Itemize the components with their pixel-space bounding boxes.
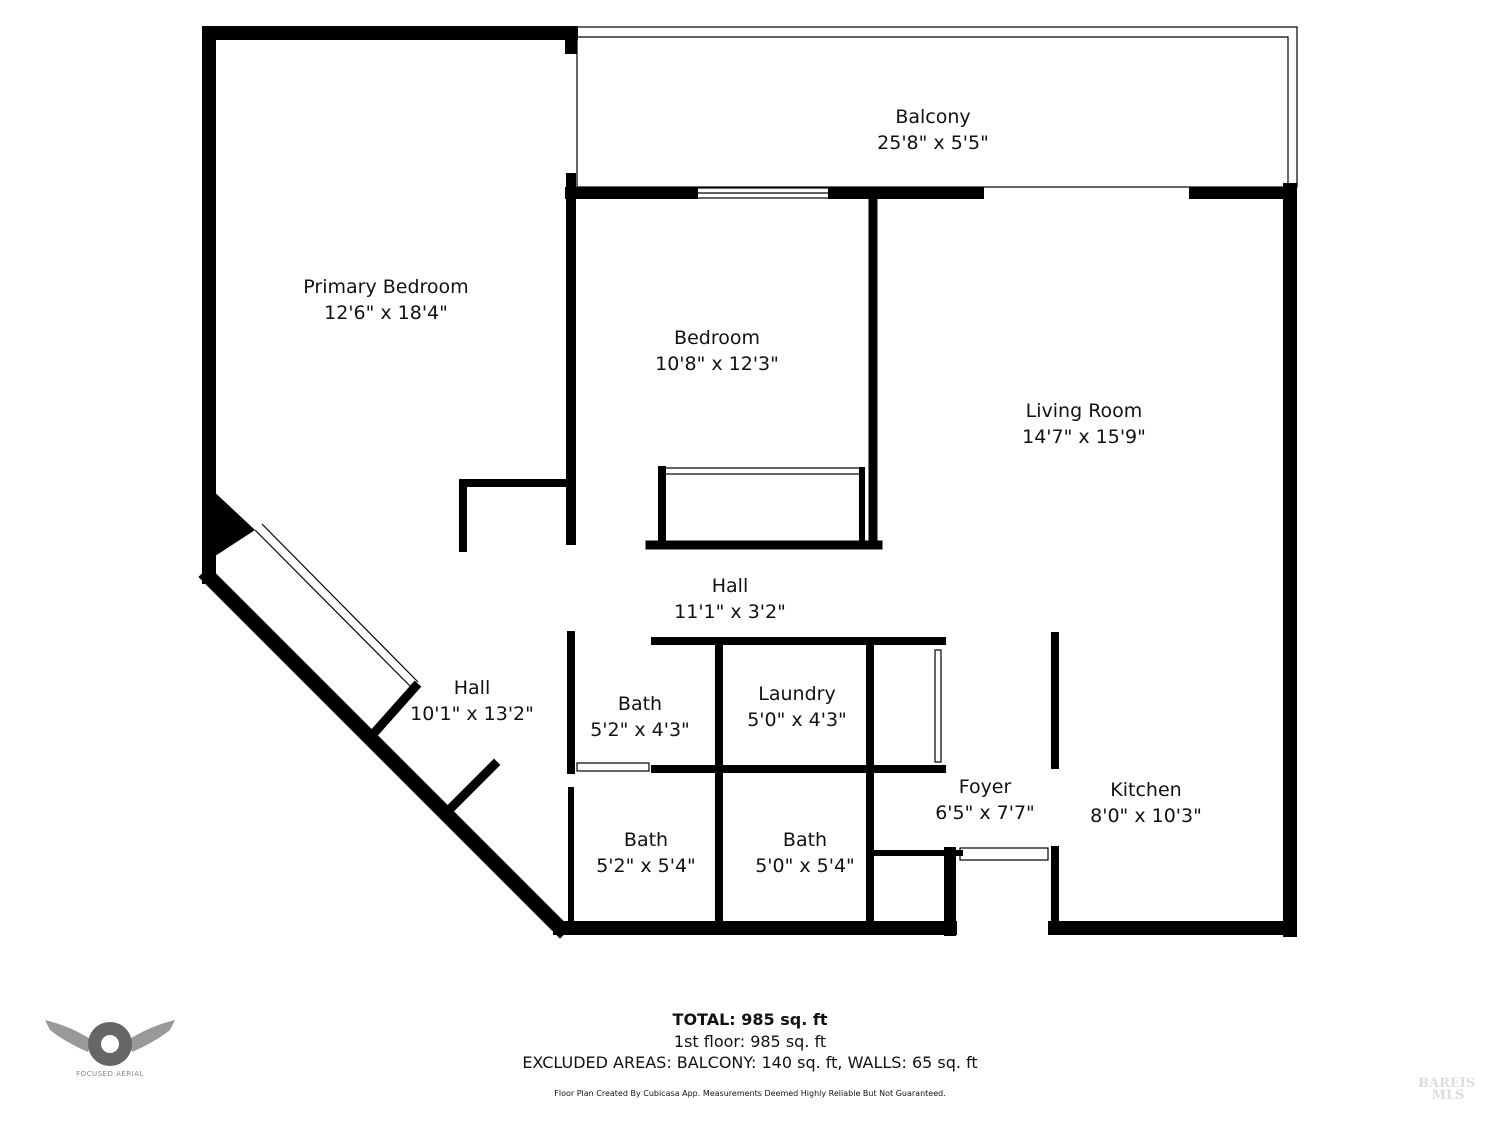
room-dims: 5'2" x 4'3" [590, 719, 690, 741]
room-kitchen: Kitchen 8'0" x 10'3" [1090, 779, 1202, 827]
room-name: Bath [618, 693, 662, 715]
photographer-logo [45, 1020, 175, 1066]
room-foyer: Foyer 6'5" x 7'7" [935, 776, 1035, 824]
room-balcony: Balcony 25'8" x 5'5" [877, 106, 989, 154]
room-name: Foyer [959, 776, 1012, 798]
room-name: Primary Bedroom [303, 276, 468, 298]
room-dims: 10'8" x 12'3" [655, 353, 779, 375]
room-dims: 25'8" x 5'5" [877, 132, 989, 154]
room-dims: 6'5" x 7'7" [935, 802, 1035, 824]
windows [254, 187, 1049, 861]
room-hall-upper: Hall 11'1" x 3'2" [674, 575, 786, 623]
mls-logo: BAREIS MLS [1418, 1076, 1476, 1103]
room-hall-lower: Hall 10'1" x 13'2" [410, 677, 534, 725]
room-dims: 14'7" x 15'9" [1022, 426, 1146, 448]
floor-area: 1st floor: 985 sq. ft [673, 1032, 827, 1051]
room-bath-1: Bath 5'2" x 4'3" [590, 693, 690, 741]
room-bedroom: Bedroom 10'8" x 12'3" [655, 327, 779, 375]
room-primary-bedroom: Primary Bedroom 12'6" x 18'4" [303, 276, 468, 324]
room-dims: 5'2" x 5'4" [596, 855, 696, 877]
wall-corner [209, 487, 255, 560]
room-dims: 11'1" x 3'2" [674, 601, 786, 623]
room-bath-2: Bath 5'2" x 5'4" [596, 829, 696, 877]
total-area: TOTAL: 985 sq. ft [672, 1010, 828, 1029]
room-name: Hall [712, 575, 749, 597]
room-name: Bath [624, 829, 668, 851]
room-dims: 5'0" x 5'4" [755, 855, 855, 877]
room-dims: 12'6" x 18'4" [324, 302, 448, 324]
disclaimer: Floor Plan Created By Cubicasa App. Meas… [554, 1089, 946, 1098]
room-name: Kitchen [1110, 779, 1181, 801]
room-laundry: Laundry 5'0" x 4'3" [747, 683, 847, 731]
room-name: Laundry [758, 683, 835, 705]
room-bath-3: Bath 5'0" x 5'4" [755, 829, 855, 877]
room-name: Hall [454, 677, 491, 699]
photographer-logo-text: FOCUSED AERIAL [76, 1070, 144, 1078]
room-dims: 5'0" x 4'3" [747, 709, 847, 731]
room-name: Bath [783, 829, 827, 851]
room-name: Living Room [1026, 400, 1143, 422]
room-dims: 10'1" x 13'2" [410, 703, 534, 725]
room-dims: 8'0" x 10'3" [1090, 805, 1202, 827]
walls [198, 26, 1297, 939]
room-name: Bedroom [674, 327, 760, 349]
excluded-areas: EXCLUDED AREAS: BALCONY: 140 sq. ft, WAL… [522, 1053, 978, 1072]
room-living-room: Living Room 14'7" x 15'9" [1022, 400, 1146, 448]
room-name: Balcony [895, 106, 970, 128]
